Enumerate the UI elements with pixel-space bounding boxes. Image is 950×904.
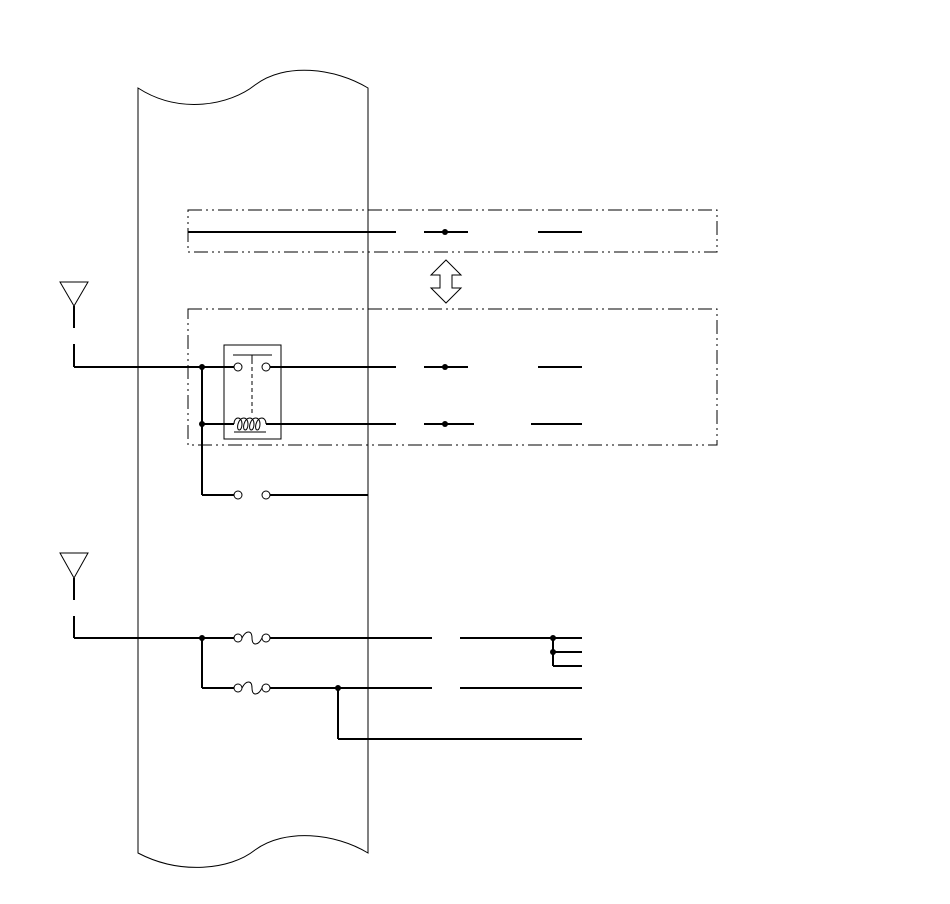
fuse-1-icon	[241, 631, 263, 645]
fuse-2-terminal-right	[261, 683, 271, 693]
harness-section-outline	[137, 69, 369, 868]
connector-pin-right	[261, 490, 271, 500]
fuse-2-icon	[241, 681, 263, 695]
lower-module-box	[187, 308, 718, 446]
fuse-2-terminal-left	[233, 683, 243, 693]
relay-switch-junction-dot	[442, 364, 448, 370]
power-supply-symbol-upper-icon	[59, 281, 89, 307]
relay-contact-right	[261, 362, 271, 372]
fuse-1-terminal-right	[261, 633, 271, 643]
relay-enclosure	[223, 344, 282, 440]
fuse-1-terminal-left	[233, 633, 243, 643]
relay-coil-junction-dot	[442, 421, 448, 427]
power-supply-symbol-lower-icon	[59, 552, 89, 580]
relay-contact-left	[233, 362, 243, 372]
upper-module-junction-dot	[442, 229, 448, 235]
relay-coil-icon	[233, 417, 267, 431]
bidirectional-arrow-icon	[429, 259, 463, 304]
connector-pin-left	[233, 490, 243, 500]
